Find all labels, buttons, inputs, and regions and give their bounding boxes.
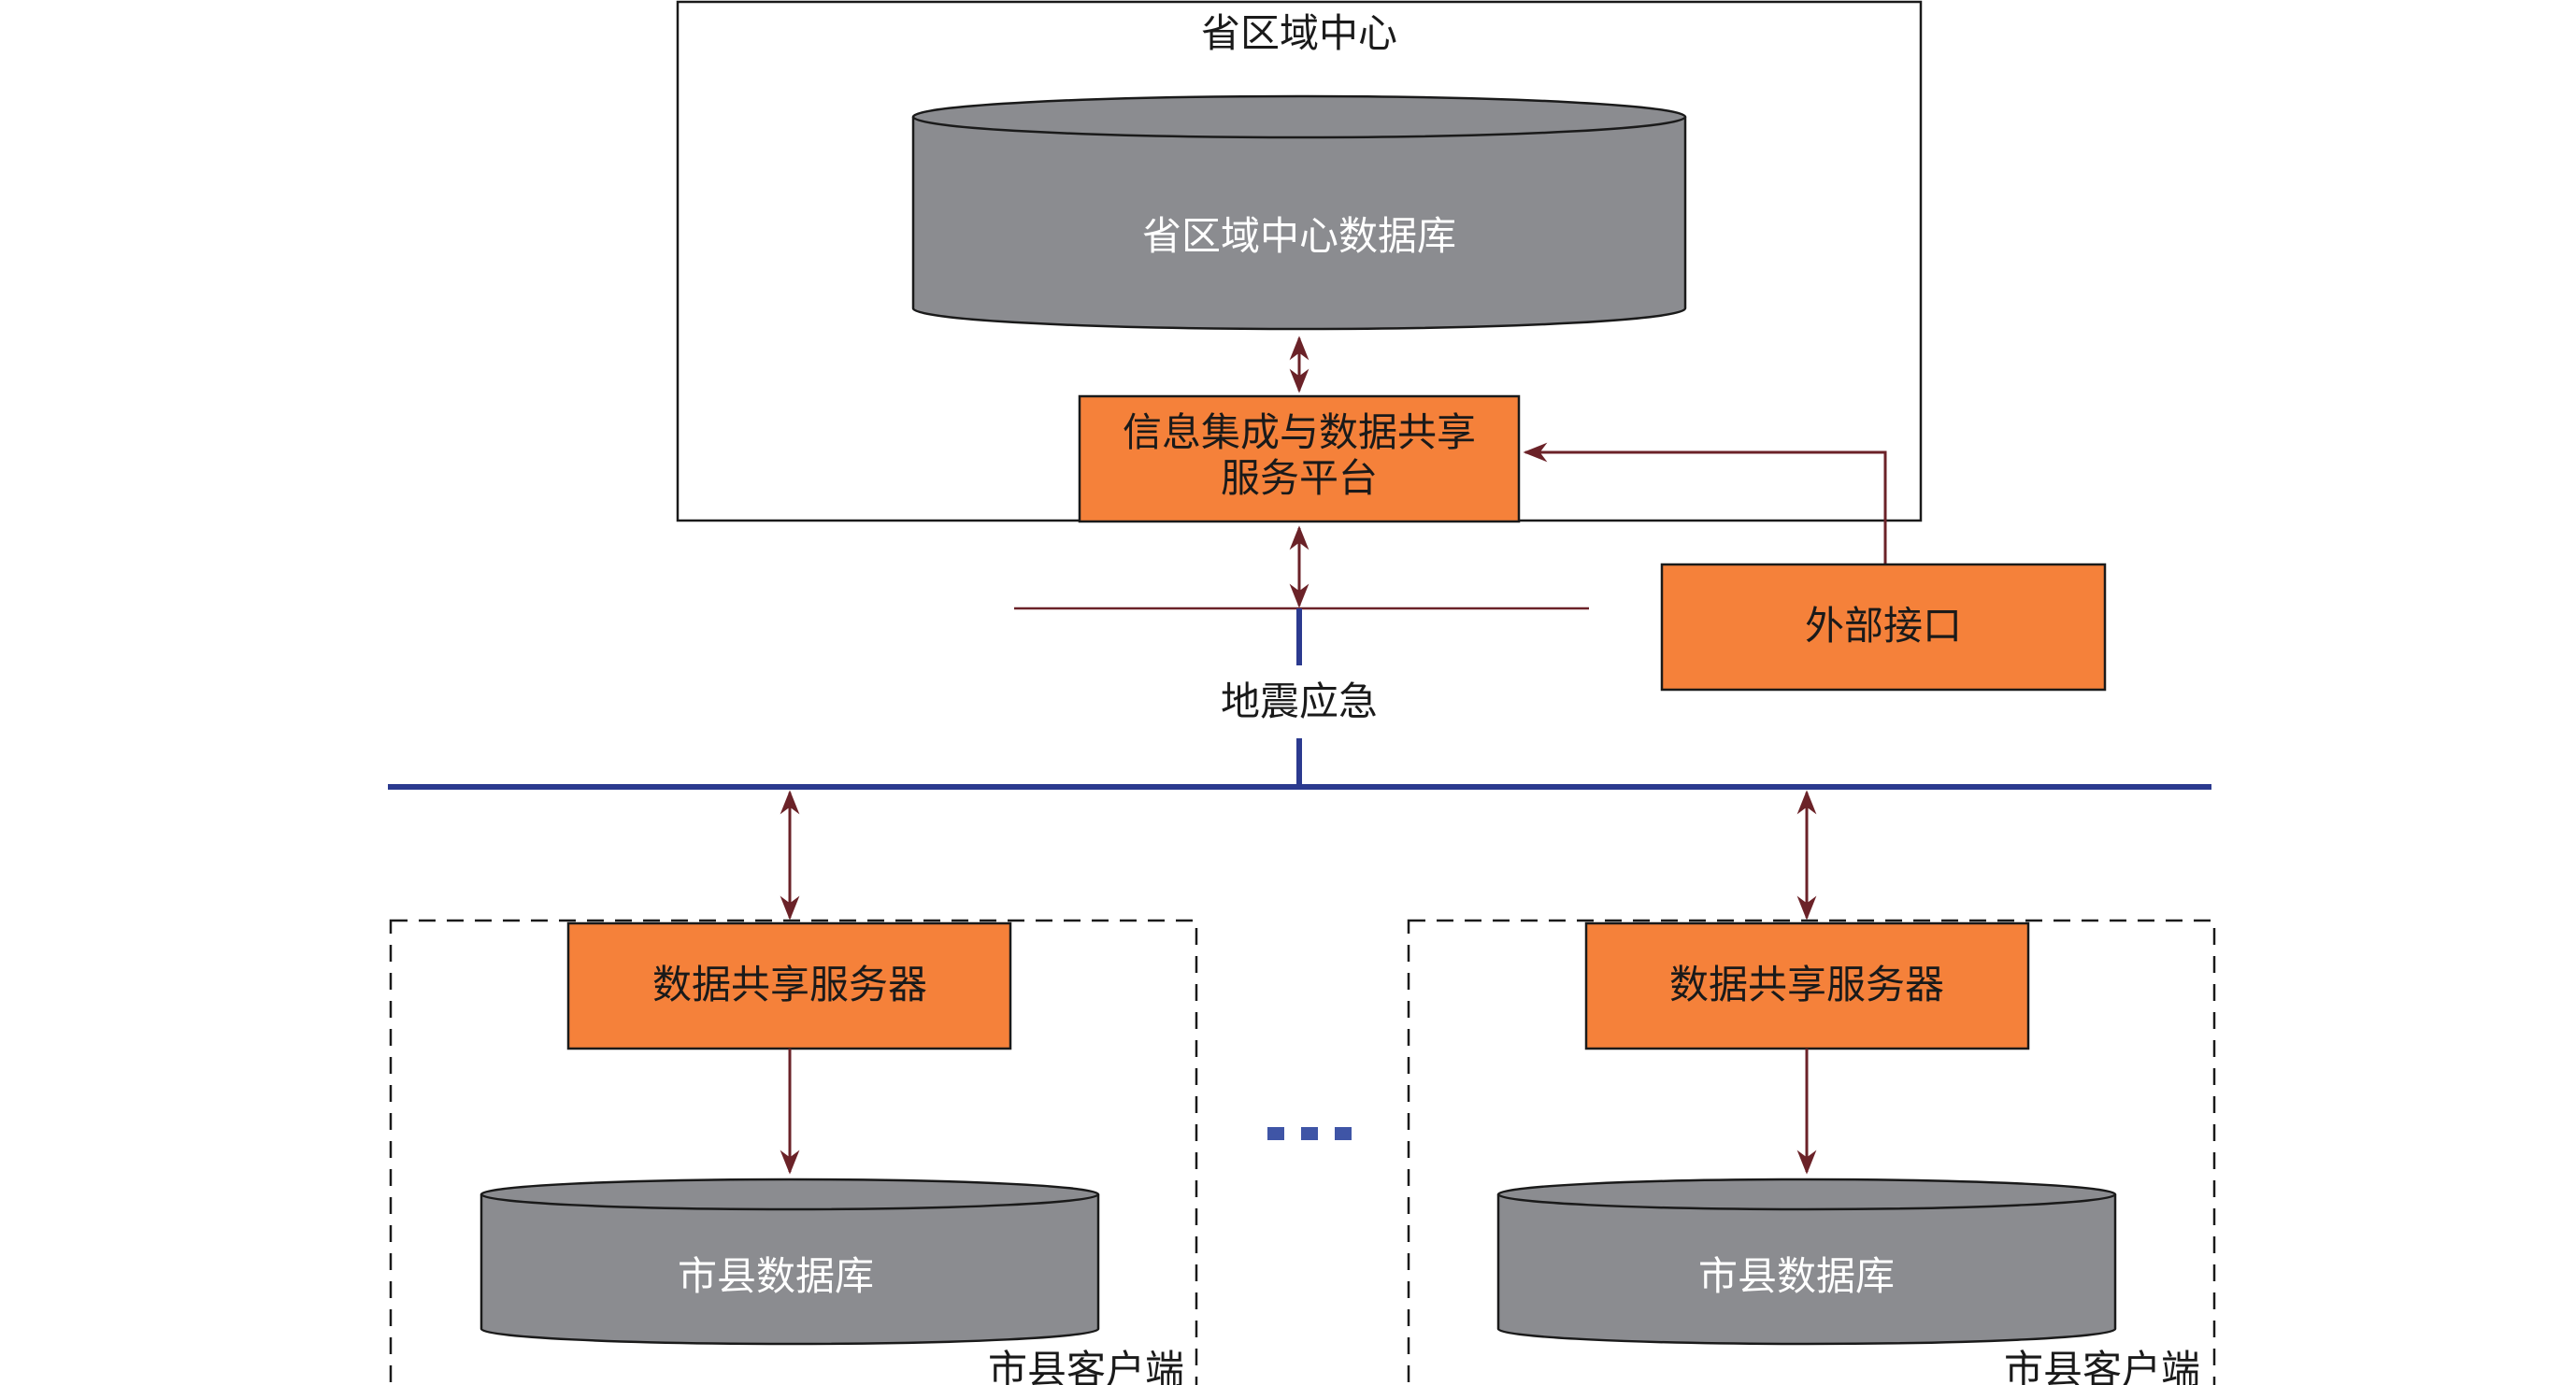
client-left: 数据共享服务器 市县数据库 市县客户端 — [389, 790, 1198, 1385]
network-label: 地震应急 — [1221, 678, 1378, 724]
province-database: 省区域中心数据库 — [911, 94, 1687, 331]
province-center-title: 省区域中心 — [1201, 10, 1397, 56]
info-integration-platform: 信息集成与数据共享 服务平台 — [1078, 394, 1521, 523]
external-to-platform-connector — [1523, 442, 1887, 564]
platform-label-line1: 信息集成与数据共享 — [1123, 409, 1476, 455]
external-interface-label: 外部接口 — [1805, 603, 1962, 649]
platform-label-line2: 服务平台 — [1221, 455, 1378, 501]
client-right-frame — [1407, 919, 2216, 1385]
client-left-database: 市县数据库 — [479, 1178, 1100, 1346]
client-left-database-label: 市县数据库 — [678, 1253, 874, 1299]
client-right-database: 市县数据库 — [1496, 1178, 2117, 1346]
client-left-label: 市县客户端 — [988, 1347, 1184, 1385]
client-right-label: 市县客户端 — [2004, 1347, 2200, 1385]
client-right-server-label: 数据共享服务器 — [1669, 962, 1944, 1007]
client-left-server-label: 数据共享服务器 — [652, 962, 927, 1007]
province-database-label: 省区域中心数据库 — [1142, 213, 1456, 259]
external-interface-box: 外部接口 — [1660, 563, 2107, 692]
client-right-database-label: 市县数据库 — [1698, 1253, 1895, 1299]
client-left-frame — [389, 919, 1198, 1385]
client-right: 数据共享服务器 市县数据库 市县客户端 — [1407, 790, 2216, 1385]
more-clients-dots — [1267, 1127, 1352, 1140]
